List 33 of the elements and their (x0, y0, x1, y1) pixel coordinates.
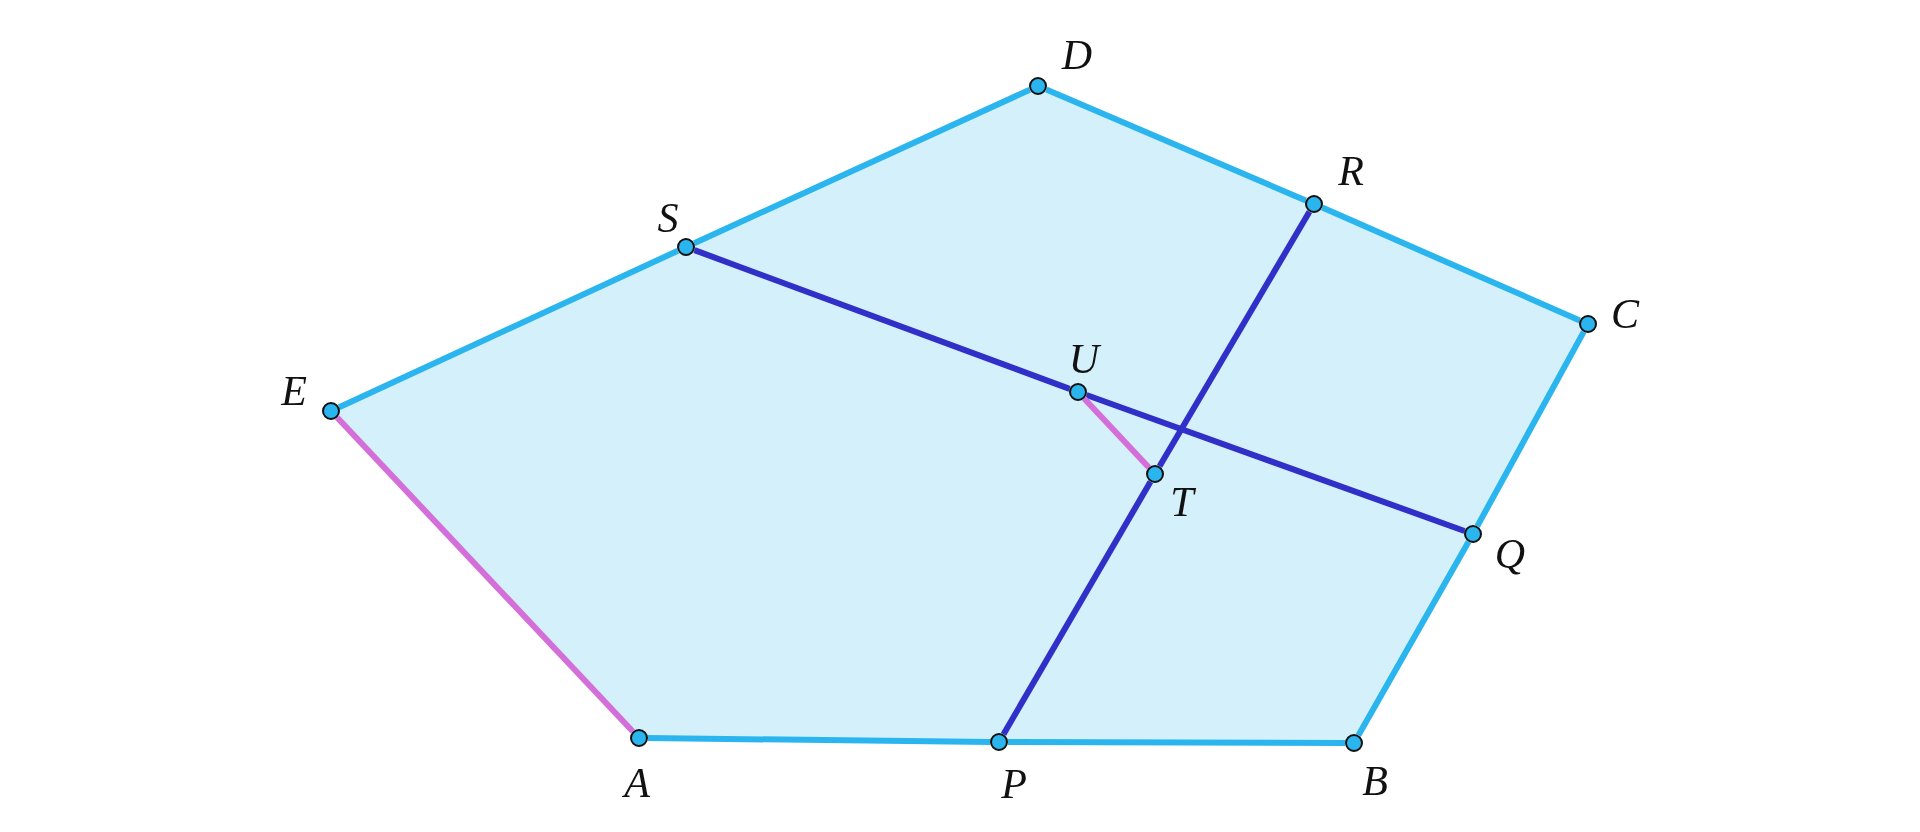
point-label: A (624, 762, 650, 804)
line-segment (1321, 204, 1581, 324)
line-segment (647, 735, 991, 745)
line-segment (1045, 86, 1307, 204)
point-label: Q (1494, 533, 1526, 575)
point-marker (1345, 734, 1363, 752)
line-segment (1355, 540, 1472, 737)
line-segment (1085, 392, 1466, 534)
line-segment (1081, 396, 1152, 470)
line-segment (1008, 739, 1345, 746)
line-segment (693, 247, 1071, 392)
point-label: C (1611, 293, 1639, 335)
point-label: E (281, 370, 307, 412)
point-marker (1029, 77, 1047, 95)
point-marker (677, 238, 695, 256)
point-marker (630, 729, 648, 747)
line-segment (1000, 480, 1154, 736)
point-label: D (1061, 34, 1093, 76)
line-segment (1157, 210, 1312, 468)
point-marker (1579, 315, 1597, 333)
line-segment (337, 248, 680, 410)
point-label: R (1338, 150, 1364, 192)
point-label: U (1068, 338, 1100, 380)
point-marker (990, 733, 1008, 751)
point-label: S (657, 197, 679, 239)
point-marker (1305, 195, 1323, 213)
line-segment (335, 415, 635, 734)
point-label: B (1362, 760, 1388, 802)
point-marker (322, 402, 340, 420)
line-segment (692, 87, 1032, 246)
point-label: P (1001, 763, 1027, 805)
line-segment (1474, 330, 1587, 528)
point-label: T (1170, 481, 1194, 523)
